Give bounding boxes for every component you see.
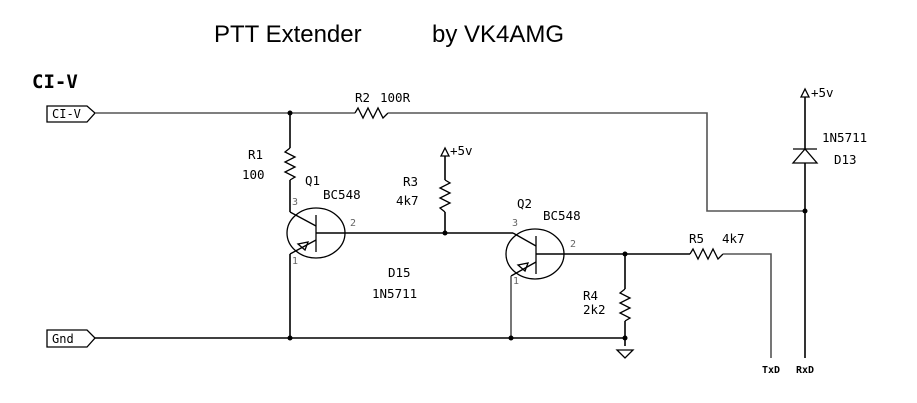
- r2-ref: R2: [355, 90, 370, 105]
- civ-heading: CI-V: [32, 71, 78, 93]
- r4-ref: R4: [583, 288, 598, 303]
- d15-ref: D15: [388, 265, 411, 280]
- r5-ref: R5: [689, 231, 704, 246]
- q1-transistor: 3 2 1: [286, 197, 356, 267]
- junction-gnd-q2: [508, 335, 514, 341]
- civ-port-shape: [46, 105, 96, 123]
- r3-value: 4k7: [396, 193, 419, 208]
- q1-collector-lead: [289, 211, 317, 227]
- r5-value: 4k7: [722, 231, 745, 246]
- q1-emitter-arrow: [296, 241, 310, 252]
- q1-pin3: 3: [292, 197, 298, 208]
- gnd-port: Gnd: [46, 329, 96, 348]
- r1-ref: R1: [248, 147, 263, 162]
- title-author: by VK4AMG: [432, 21, 564, 48]
- r1-value: 100: [242, 167, 265, 182]
- civ-port: CI-V: [46, 105, 96, 123]
- r2-resistor: [354, 106, 389, 120]
- q2-pin3: 3: [512, 218, 518, 229]
- q2-pin1: 1: [513, 276, 519, 287]
- junction-gnd-r4: [622, 335, 628, 341]
- rxd-label: RxD: [796, 365, 814, 376]
- title-name: PTT Extender: [214, 21, 362, 48]
- r2-value: 100R: [380, 90, 411, 105]
- txd-label: TxD: [762, 365, 780, 376]
- gnd-port-shape: [46, 329, 96, 348]
- q1-pin2: 2: [350, 218, 356, 229]
- wire-r2-to-rxd: [388, 112, 805, 212]
- d13-supply-label: +5v: [811, 85, 834, 100]
- r4-resistor: [618, 288, 632, 322]
- d13-value: 1N5711: [822, 130, 867, 145]
- ground-icon: [615, 349, 635, 359]
- civ-port-label: CI-V: [52, 107, 81, 121]
- r1-resistor: [283, 147, 297, 181]
- wire-r5-to-txd: [723, 253, 772, 358]
- r3-supply-arrow-icon: [439, 146, 451, 157]
- q2-emitter-arrow: [516, 262, 530, 273]
- q2-value: BC548: [543, 208, 581, 223]
- q1-value: BC548: [323, 187, 361, 202]
- d13-supply-arrow-icon: [799, 87, 811, 98]
- q2-collector-lead: [512, 232, 537, 247]
- gnd-port-label: Gnd: [52, 332, 74, 346]
- r3-ref: R3: [403, 174, 418, 189]
- q1-pin1: 1: [292, 256, 298, 267]
- q1-emitter-lead: [289, 239, 317, 255]
- r3-supply-label: +5v: [450, 143, 473, 158]
- r4-value: 2k2: [583, 302, 606, 317]
- q2-pin2: 2: [570, 239, 576, 250]
- q1-ref: Q1: [305, 173, 320, 188]
- d13-ref: D13: [834, 152, 857, 167]
- q2-ref: Q2: [517, 196, 532, 211]
- junction-gnd-q1: [287, 335, 293, 341]
- r3-resistor: [438, 179, 452, 213]
- q2-transistor: 3 2 1: [505, 218, 625, 287]
- d13-diode-icon: [791, 148, 819, 164]
- r5-resistor: [689, 247, 724, 261]
- junction-rxd: [802, 208, 808, 214]
- d15-value: 1N5711: [372, 286, 417, 301]
